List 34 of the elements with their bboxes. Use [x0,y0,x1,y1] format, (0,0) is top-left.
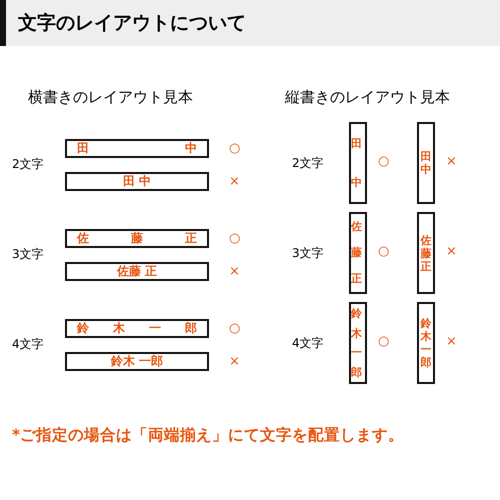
name-box: 鈴木一郎 [349,302,367,384]
name-box: 佐藤正 [417,212,435,294]
name-box: 佐藤 正 [65,262,209,281]
mark: ○ [378,244,390,259]
name-box: 田 中 [65,172,209,191]
mark: ○ [229,321,240,336]
mark: × [446,334,457,349]
note: *ご指定の場合は「両端揃え」にて文字を配置します。 [12,425,404,446]
mark: × [229,174,240,189]
title: 文字のレイアウトについて [18,11,246,36]
mark: ○ [229,231,240,246]
name-box: 鈴木一郎 [65,319,209,338]
name-box: 田中 [417,122,435,204]
mark: × [229,354,240,369]
section-heading: 縦書きのレイアウト見本 [285,88,450,107]
mark: × [446,154,457,169]
row-label: 3文字 [292,245,324,262]
row-label: 2文字 [292,155,324,172]
mark: ○ [378,334,390,349]
mark: × [446,244,457,259]
mark: ○ [378,154,390,169]
name-box: 佐藤正 [349,212,367,294]
name-box: 鈴木一郎 [417,302,435,384]
row-label: 3文字 [12,246,44,263]
row-label: 2文字 [12,156,44,173]
section-heading: 横書きのレイアウト見本 [28,88,193,107]
mark: ○ [229,141,240,156]
row-label: 4文字 [292,335,324,352]
name-box: 鈴木 一郎 [65,352,209,371]
row-label: 4文字 [12,336,44,353]
name-box: 田中 [349,122,367,204]
name-box: 田中 [65,139,209,158]
name-box: 佐藤正 [65,229,209,248]
mark: × [229,264,240,279]
